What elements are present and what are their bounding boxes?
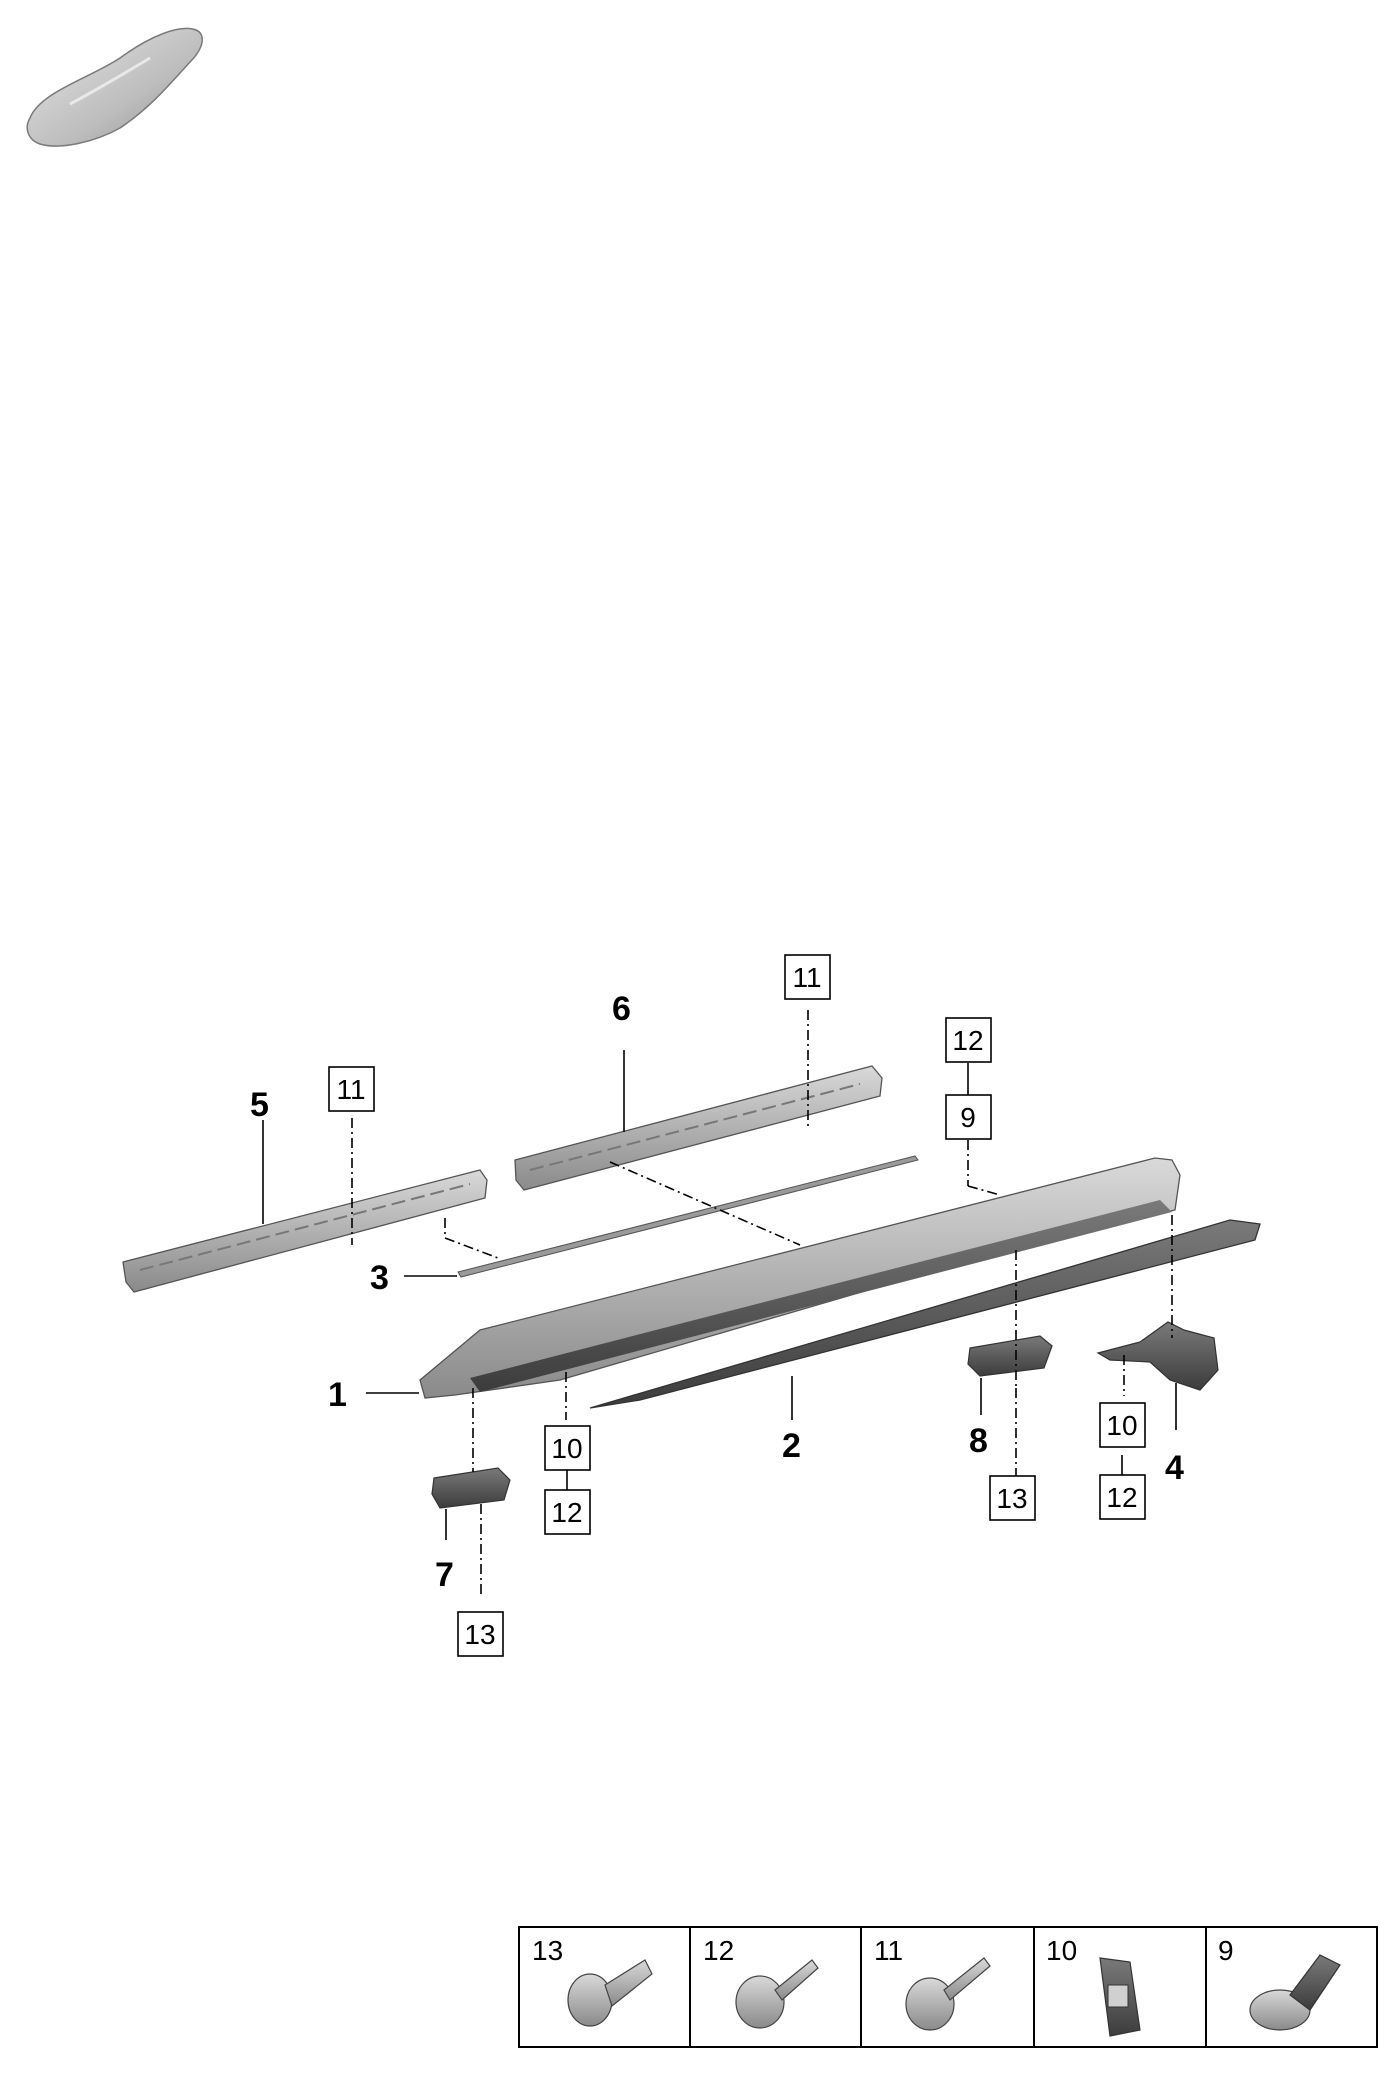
ref-box-12-right: 12 bbox=[1099, 1474, 1146, 1520]
part-7-sill-clip bbox=[431, 1467, 511, 1509]
ref-box-10-right: 10 bbox=[1099, 1402, 1146, 1448]
part-4-mounting-bracket bbox=[1096, 1321, 1219, 1391]
legend-cell-11: 11 bbox=[874, 1935, 991, 2031]
svg-text:11: 11 bbox=[792, 962, 821, 993]
legend-cell-10: 10 bbox=[1046, 1935, 1141, 2037]
svg-text:11: 11 bbox=[336, 1074, 365, 1105]
callout-7: 7 bbox=[435, 1556, 454, 1594]
clip-nut-icon bbox=[1099, 1957, 1141, 2037]
ref-box-11-right: 11 bbox=[784, 954, 831, 1000]
svg-text:10: 10 bbox=[551, 1433, 582, 1464]
callout-8: 8 bbox=[969, 1422, 988, 1460]
fastener-legend-table: 13 12 11 10 bbox=[518, 1926, 1378, 2048]
svg-text:12: 12 bbox=[952, 1025, 983, 1056]
part-5-rear-sill-bracket bbox=[122, 1169, 488, 1293]
part-1-side-sill-panel bbox=[419, 1157, 1181, 1399]
part-6-front-sill-bracket bbox=[514, 1065, 883, 1191]
callout-2: 2 bbox=[782, 1427, 801, 1465]
callout-1: 1 bbox=[328, 1376, 347, 1414]
legend-cell-12: 12 bbox=[703, 1935, 819, 2029]
svg-text:9: 9 bbox=[960, 1102, 976, 1133]
svg-text:13: 13 bbox=[996, 1483, 1027, 1514]
flange-screw-icon bbox=[905, 1957, 991, 2031]
callout-3: 3 bbox=[370, 1259, 389, 1297]
callout-6: 6 bbox=[612, 990, 631, 1028]
ref-box-9: 9 bbox=[945, 1094, 992, 1140]
part-3-seal-strip bbox=[457, 1155, 919, 1278]
svg-text:10: 10 bbox=[1106, 1410, 1137, 1441]
svg-text:10: 10 bbox=[1046, 1935, 1077, 1966]
expansion-nut-icon bbox=[1249, 1954, 1341, 2031]
callout-4: 4 bbox=[1165, 1449, 1184, 1487]
callout-5: 5 bbox=[250, 1086, 269, 1124]
vehicle-thumbnail-icon bbox=[26, 27, 203, 147]
ref-box-10-center: 10 bbox=[544, 1425, 591, 1471]
boxed-references: 11 11 12 9 10 12 10 12 bbox=[328, 954, 1146, 1657]
torx-bolt-icon bbox=[567, 1959, 653, 2027]
svg-text:12: 12 bbox=[703, 1935, 734, 1966]
svg-text:12: 12 bbox=[551, 1497, 582, 1528]
part-2-sill-trim bbox=[589, 1219, 1261, 1409]
part-8-sill-clip bbox=[967, 1335, 1053, 1377]
callouts: 1 2 3 4 5 6 7 8 bbox=[250, 990, 1184, 1594]
leader-lines bbox=[262, 1050, 1177, 1540]
ref-box-11-left: 11 bbox=[328, 1066, 375, 1112]
legend-cell-13: 13 bbox=[532, 1935, 653, 2027]
ref-box-13-left: 13 bbox=[457, 1611, 504, 1657]
ref-box-13-right: 13 bbox=[989, 1475, 1036, 1521]
svg-text:11: 11 bbox=[874, 1935, 903, 1966]
svg-text:9: 9 bbox=[1218, 1935, 1234, 1966]
ref-box-12-top: 12 bbox=[945, 1017, 992, 1063]
svg-text:12: 12 bbox=[1106, 1482, 1137, 1513]
alignment-lines bbox=[351, 1010, 1173, 1598]
svg-text:13: 13 bbox=[464, 1619, 495, 1650]
ref-box-12-center: 12 bbox=[544, 1489, 591, 1535]
svg-text:13: 13 bbox=[532, 1935, 563, 1966]
flange-screw-icon bbox=[735, 1959, 819, 2029]
legend-cell-9: 9 bbox=[1218, 1935, 1341, 2031]
